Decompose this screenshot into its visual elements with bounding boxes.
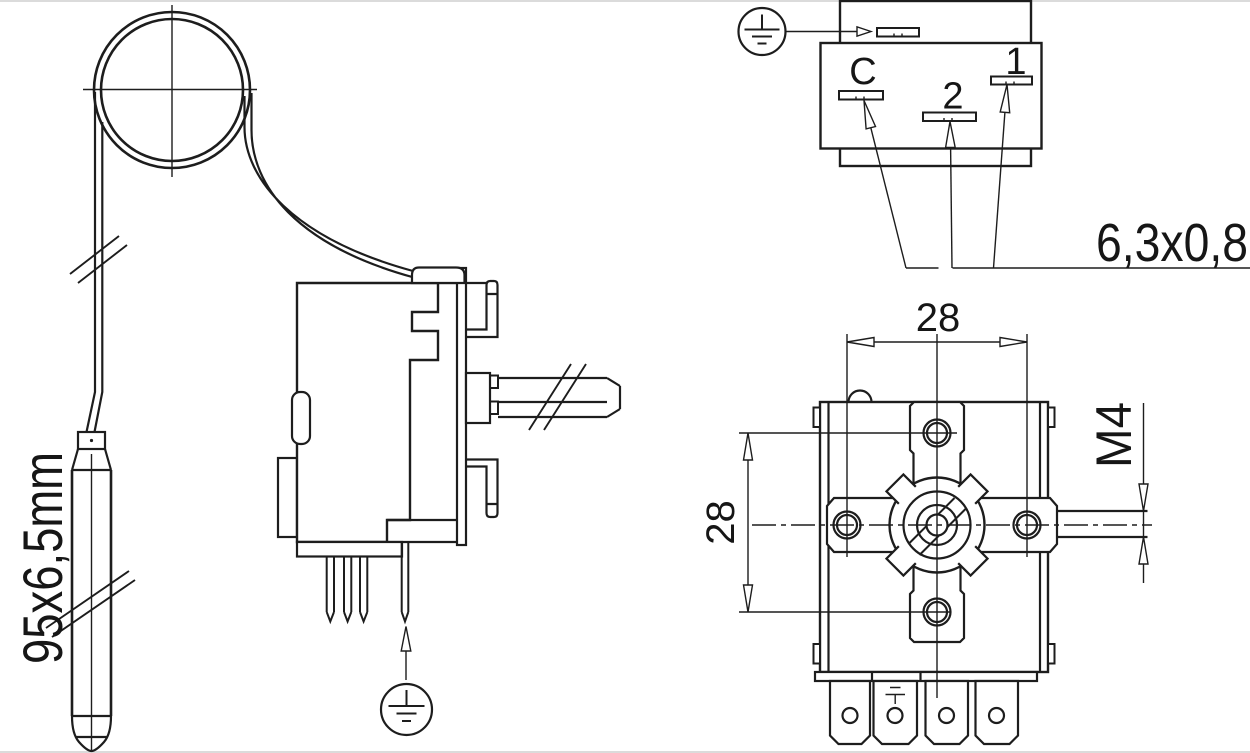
spade-ground (872, 679, 919, 746)
spade-flange-neck (870, 672, 922, 681)
hole-spacing-vertical-label: 28 (699, 500, 743, 545)
pin-1 (325, 556, 335, 625)
capillary-sensor-view: 95x6,5mm (11, 5, 415, 753)
terminal-c-tab (838, 90, 884, 101)
side-body (295, 281, 440, 544)
dim-left-arrow-top (742, 432, 754, 461)
side-reset-button (290, 390, 312, 446)
spade-3-hole (987, 706, 1006, 725)
shaft-break-mark (528, 363, 587, 431)
probe-break-mark (45, 570, 136, 638)
ground-terminal-tab (876, 27, 920, 38)
dim-top-arrow-left (846, 336, 875, 348)
pin-ground (400, 542, 410, 625)
leader-c (870, 127, 907, 269)
front-tab-left-bottom (812, 643, 821, 665)
shaft-thread-label: M4 (1086, 402, 1142, 468)
terminal-2-tab (922, 111, 977, 122)
thermostat-side-view (276, 266, 622, 737)
gear-teeth (884, 472, 990, 578)
thermostat-front-view: 28 28 M4 (699, 296, 1152, 746)
pin-3 (359, 556, 369, 625)
ground-arrow-head (856, 25, 874, 38)
side-left-tab (276, 456, 299, 539)
capillary-tube-left (85, 92, 104, 433)
flange-clip-bottom (466, 458, 499, 519)
front-body-bump (847, 389, 873, 403)
ground-symbol-icon (885, 686, 905, 704)
capillary-tube-right (243, 93, 415, 279)
dim-left-lines (739, 432, 957, 613)
flange-clip-top (466, 279, 499, 339)
capillary-anchor-tab (410, 266, 466, 285)
spade-2-hole (937, 706, 956, 725)
leader-2 (949, 147, 953, 269)
shaft-boss (464, 371, 492, 425)
pin-2 (343, 556, 353, 625)
spade-3 (974, 679, 1020, 746)
tube-break-mark (69, 235, 128, 284)
leader-1 (992, 112, 1006, 269)
front-tab-right-top (1047, 406, 1056, 428)
probe-size-label: 95x6,5mm (11, 452, 74, 664)
spade-flange (813, 670, 1039, 683)
spade-2 (924, 679, 970, 746)
terminal-1-label: 1 (1005, 41, 1026, 83)
terminal-1-tab (990, 75, 1033, 86)
leader-1-arrow (999, 84, 1011, 114)
dim-top-arrow-right (999, 336, 1028, 348)
terminal-c-label: C (849, 51, 876, 93)
ground-symbol-icon (379, 682, 434, 737)
capillary-coil-outer (92, 10, 252, 170)
ferrule-dot (89, 438, 94, 443)
terminal-2-label: 2 (942, 76, 963, 118)
ground-symbol-icon (737, 6, 787, 57)
front-tab-left-top (812, 406, 821, 428)
probe-body (70, 470, 113, 716)
capillary-coil-inner (99, 17, 245, 163)
dim-m4-arrow-bottom (1138, 536, 1149, 565)
dim-extension-verticals (846, 334, 1028, 557)
spade-1 (828, 679, 872, 746)
terminal-base (295, 540, 404, 558)
leader-c-arrow (863, 100, 877, 130)
spade-ground-hole (886, 706, 904, 725)
hole-spacing-horizontal-label: 28 (916, 296, 961, 340)
spade-1-hole (841, 706, 859, 725)
front-shaft-lines (1057, 509, 1148, 539)
mounting-flange (455, 266, 468, 547)
shaft-collars (490, 374, 499, 415)
tab-size-label: 6,3x0,8 (1096, 213, 1248, 273)
leader-2-arrow (944, 121, 957, 149)
ground-pointer-arrow (400, 626, 412, 652)
terminal-connection-diagram: C 2 1 6,3x0,8 (737, 0, 1250, 273)
front-tab-right-bottom (1047, 643, 1056, 665)
dim-left-arrow-bottom (742, 584, 754, 613)
dim-m4-arrow-top (1138, 483, 1149, 512)
coil-centerlines (83, 5, 257, 177)
